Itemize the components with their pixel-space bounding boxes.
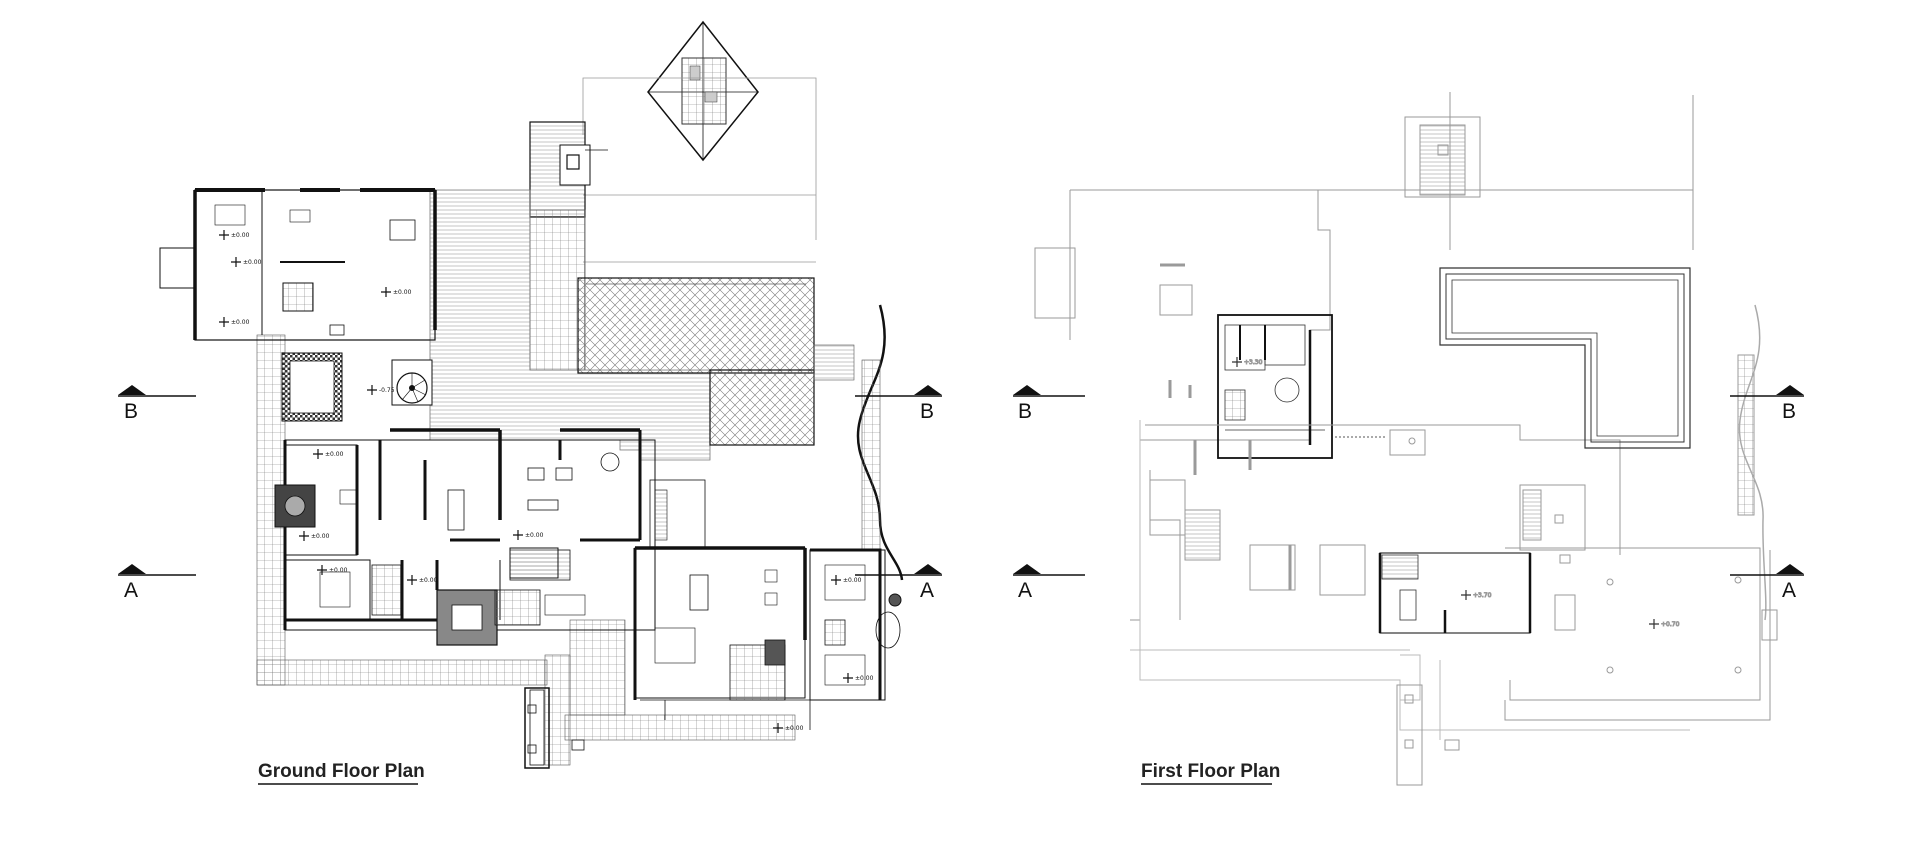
first-floor-master-block [1217,314,1333,459]
dining-room [436,589,498,646]
ground-floor-plan: ±0.00 ±0.00 ±0.00 ±0.00 ±0.00 -0.75 [118,20,942,785]
southeast-court [524,687,811,769]
svg-text:±0.00: ±0.00 [329,567,348,574]
elevation-marker: ±0.00 [219,317,250,327]
ground-elevation-markers: ±0.00 ±0.00 ±0.00 ±0.00 ±0.00 -0.75 [219,230,874,733]
svg-text:±0.00: ±0.00 [525,532,544,539]
section-marker-a-left: A [118,564,196,602]
elevation-marker: ±0.00 [299,531,330,541]
interior-walls [355,440,640,620]
svg-text:First Floor Plan: First Floor Plan [1141,761,1280,782]
first-interior-walls [1160,263,1292,590]
section-marker-b-right: B [855,385,942,423]
west-living-room [274,444,358,556]
elevation-marker: -0.75 [367,385,395,395]
svg-text:+3.30: +3.30 [1244,359,1263,366]
elevation-marker: ±0.00 [831,575,862,585]
diamond-pavilion [647,20,759,162]
svg-text:±0.00: ±0.00 [785,725,804,732]
ground-section-markers: B B A A [118,385,942,602]
southwest-bedroom [284,559,440,622]
svg-text:A: A [1782,579,1796,602]
svg-text:A: A [1018,579,1032,602]
svg-text:±0.00: ±0.00 [243,259,262,266]
elevation-marker: ±0.00 [407,575,438,585]
right-grid-strip [861,359,881,551]
svg-text:±0.00: ±0.00 [231,319,250,326]
first-pool-outline [1439,267,1691,449]
svg-text:±0.00: ±0.00 [843,577,862,584]
svg-text:±0.00: ±0.00 [393,289,412,296]
first-north-stair [1404,92,1694,250]
svg-text:±0.00: ±0.00 [325,451,344,458]
first-section-markers: B B A A [1013,385,1804,602]
svg-text:B: B [920,400,934,423]
first-floor-title: First Floor Plan [1141,761,1280,785]
first-floor-plan: +3.30 +3.70 +0.70 B B [1013,92,1804,786]
central-stair [509,547,559,579]
elevation-marker: ±0.00 [231,257,262,267]
northwest-wing [159,188,437,341]
curved-boundary-wall [856,304,904,581]
elevation-marker: ±0.00 [513,530,544,540]
svg-text:A: A [124,579,138,602]
east-bedroom [809,548,902,701]
first-elevation-markers: +3.30 +3.70 +0.70 [1232,357,1680,629]
svg-text:B: B [1782,400,1796,423]
section-marker-a-right: A [1730,564,1804,602]
elevation-marker: ±0.00 [381,287,412,297]
section-marker-b-right: B [1730,385,1804,423]
svg-text:±0.00: ±0.00 [231,232,250,239]
svg-text:±0.00: ±0.00 [419,577,438,584]
site-outline-lines [582,77,817,263]
section-marker-a-left: A [1013,564,1085,602]
svg-text:B: B [124,400,138,423]
spiral-stair [391,359,433,406]
elevation-marker: +0.70 [1649,619,1680,629]
section-marker-a-right: A [855,564,942,602]
kitchen [494,589,586,626]
svg-text:±0.00: ±0.00 [311,533,330,540]
north-stair-tower [529,121,608,218]
elevation-marker: ±0.00 [773,723,804,733]
section-marker-b-left: B [1013,385,1085,423]
svg-text:A: A [920,579,934,602]
elevation-marker: ±0.00 [313,449,344,459]
svg-text:Ground Floor Plan: Ground Floor Plan [258,761,425,782]
walkway-grid [529,209,586,371]
elevation-marker: ±0.00 [843,673,874,683]
pool [577,277,815,446]
first-floor-study-block [1378,552,1532,634]
plunge-pool-square [281,352,343,422]
ground-floor-title: Ground Floor Plan [258,761,425,785]
section-marker-b-left: B [118,385,196,423]
svg-text:B: B [1018,400,1032,423]
svg-text:+3.70: +3.70 [1473,592,1492,599]
svg-text:±0.00: ±0.00 [855,675,874,682]
elevation-marker: ±0.00 [219,230,250,240]
deck-steps [813,344,855,381]
elevation-marker: ±0.00 [317,565,348,575]
elevation-marker: +3.30 [1232,357,1263,367]
svg-text:+0.70: +0.70 [1661,621,1680,628]
east-wing [633,479,807,701]
svg-text:-0.75: -0.75 [379,387,395,394]
elevation-marker: +3.70 [1461,590,1492,600]
